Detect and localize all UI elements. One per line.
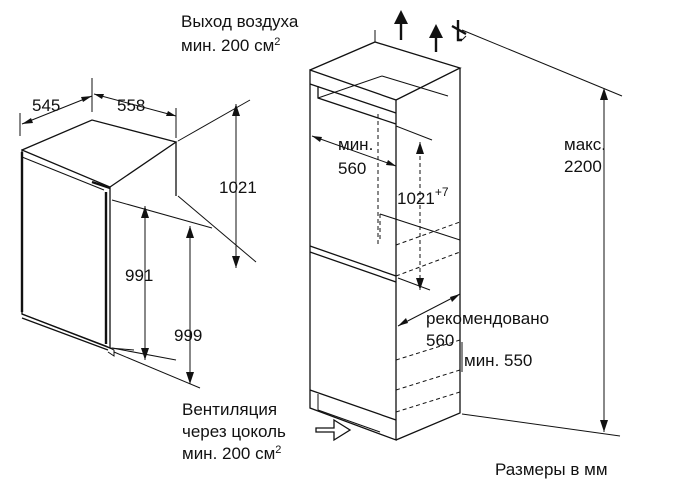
ventilation-label-line2: через цоколь xyxy=(182,422,286,441)
fridge-body-height-label: 999 xyxy=(174,326,202,345)
min-width-label-line2: 560 xyxy=(338,159,366,178)
max-height-label-line2: 2200 xyxy=(564,157,602,176)
ventilation-label-line1: Вентиляция xyxy=(182,400,277,419)
air-outlet-arrows-icon xyxy=(394,10,443,52)
fridge-drawing xyxy=(19,78,257,389)
fridge-front xyxy=(21,149,111,349)
air-outlet-label-line1: Выход воздуха xyxy=(181,12,299,31)
ventilation-label-line3: мин. 200 см2 xyxy=(182,444,281,463)
fridge-handle-top xyxy=(91,180,111,190)
fridge-door-height-label: 991 xyxy=(125,266,153,285)
cabinet-side xyxy=(395,68,461,441)
fridge-depth-label: 545 xyxy=(32,96,60,115)
max-height-label-line1: макс. xyxy=(564,135,606,154)
fridge-top xyxy=(21,119,178,188)
fridge-height-label: 1021 xyxy=(219,178,257,197)
recommended-label-line1: рекомендовано xyxy=(426,309,549,328)
niche-height-label: 1021+7 xyxy=(397,185,449,208)
cabinet-top xyxy=(309,41,462,101)
plinth-inlet-arrow-icon xyxy=(315,418,352,442)
cabinet-front xyxy=(309,69,397,441)
fridge-width-label: 558 xyxy=(117,96,145,115)
hinge-symbol-icon xyxy=(451,20,467,42)
air-outlet-label-line2: мин. 200 см2 xyxy=(181,36,280,55)
ventilation-sup: 2 xyxy=(275,444,281,456)
units-label: Размеры в мм xyxy=(495,460,608,479)
air-outlet-sup: 2 xyxy=(274,36,280,48)
recommended-label-line2: 560 xyxy=(426,331,454,350)
min-depth-label: мин. 550 xyxy=(464,351,532,370)
min-width-label-line1: мин. xyxy=(338,135,373,154)
niche-drawing xyxy=(309,10,623,442)
niche-height-sup: +7 xyxy=(435,185,449,199)
